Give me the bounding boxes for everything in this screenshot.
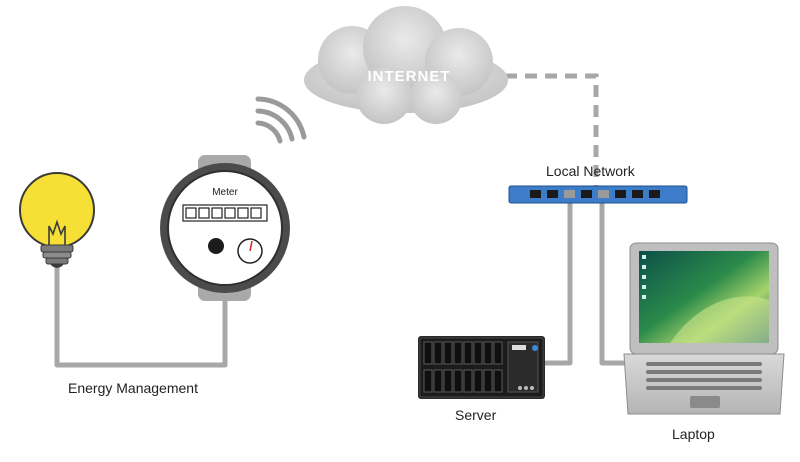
server-drive-bay-icon <box>423 341 503 393</box>
laptop[interactable] <box>623 242 785 415</box>
server[interactable] <box>418 336 545 399</box>
server-label: Server <box>455 407 497 423</box>
network-switch[interactable] <box>508 185 688 204</box>
meter-label: Meter <box>212 187 238 198</box>
desktop-icons <box>642 255 646 299</box>
local-network-label: Local Network <box>546 163 635 179</box>
laptop-cable <box>599 198 630 366</box>
meter-indicator-dot <box>208 238 224 254</box>
energy-management-label: Energy Management <box>68 380 198 396</box>
server-status-light <box>532 345 538 351</box>
meter-dial-icon <box>237 238 263 264</box>
energy-wire <box>54 268 228 368</box>
laptop-touchpad <box>690 396 720 408</box>
internet-label: INTERNET <box>368 68 451 85</box>
energy-meter[interactable]: Meter <box>160 155 290 301</box>
laptop-label: Laptop <box>672 426 715 442</box>
switch-port-icon <box>530 190 660 198</box>
meter-digit-display <box>182 204 268 222</box>
internet-link-dashed <box>505 73 599 186</box>
wireless-signal-icon <box>255 96 307 144</box>
laptop-keyboard <box>646 362 762 390</box>
server-cable <box>544 198 573 366</box>
light-bulb-icon <box>19 172 95 268</box>
internet-cloud[interactable]: INTERNET <box>304 6 508 124</box>
